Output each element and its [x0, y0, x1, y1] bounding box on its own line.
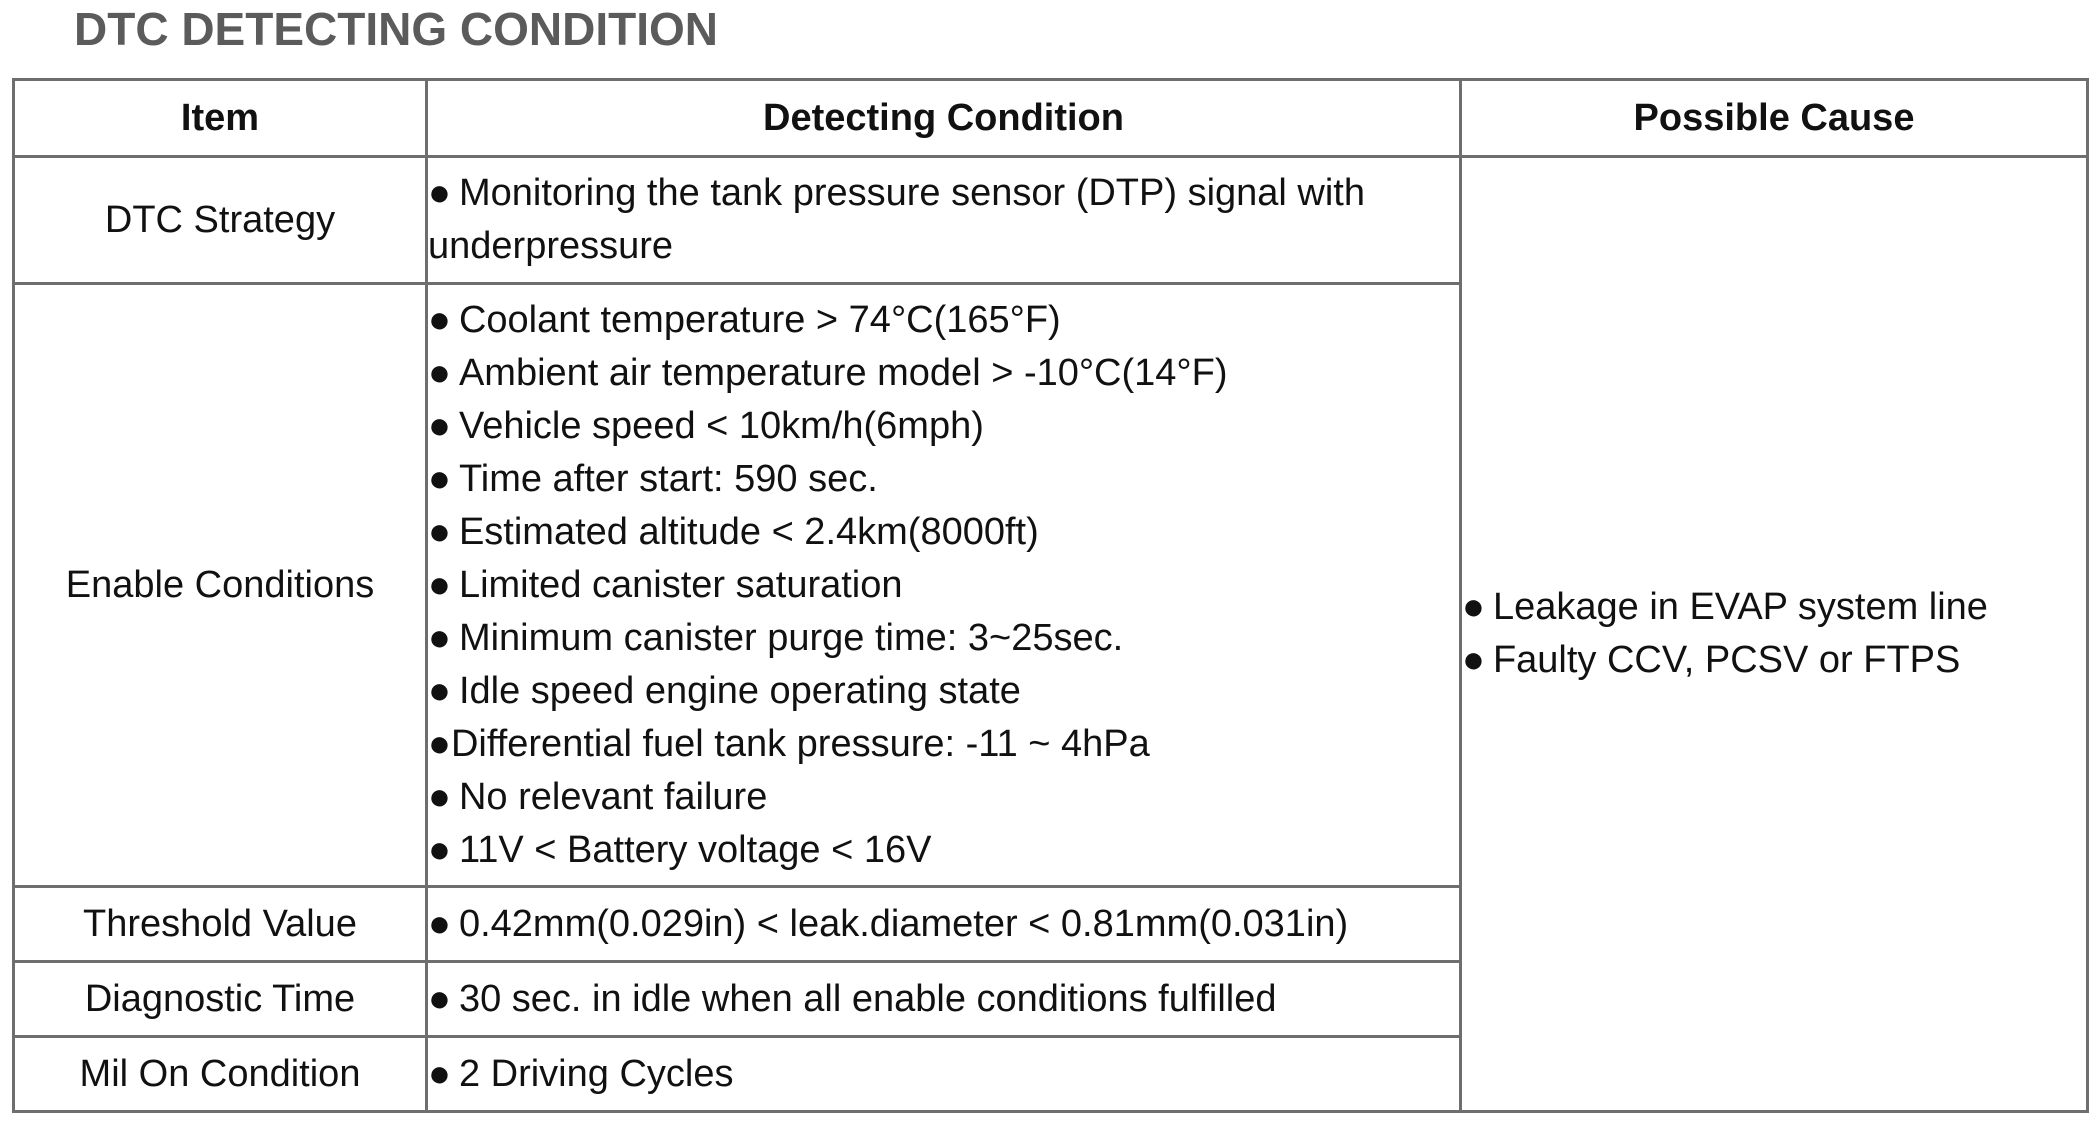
- condition-line: ●Limited canister saturation: [428, 559, 1459, 612]
- bullet-icon: ●: [428, 172, 451, 214]
- condition-cell: ●2 Driving Cycles: [425, 1035, 1462, 1113]
- condition-cell: ●30 sec. in idle when all enable conditi…: [425, 960, 1462, 1038]
- bullet-icon: ●: [428, 563, 451, 606]
- condition-line: ●Time after start: 590 sec.: [428, 453, 1459, 506]
- bullet-icon: ●: [428, 510, 451, 553]
- bullet-icon: ●: [428, 298, 451, 341]
- condition-line: ●No relevant failure: [428, 771, 1459, 824]
- bullet-icon: ●: [1462, 639, 1485, 681]
- column-header-item: Item: [12, 78, 428, 158]
- item-cell: Enable Conditions: [12, 282, 428, 888]
- condition-line: ●Differential fuel tank pressure: -11 ~ …: [428, 718, 1459, 771]
- condition-cell: ●Coolant temperature > 74°C(165°F) ●Ambi…: [425, 282, 1462, 888]
- bullet-icon: ●: [428, 1052, 451, 1095]
- bullet-icon: ●: [428, 351, 451, 394]
- table-row-threshold-value: Threshold Value ●0.42mm(0.029in) < leak.…: [12, 885, 2088, 963]
- table-row-enable-conditions: Enable Conditions ●Coolant temperature >…: [12, 282, 2088, 888]
- bullet-icon: ●: [428, 977, 451, 1020]
- condition-line: ●11V < Battery voltage < 16V: [428, 824, 1459, 877]
- condition-line: ●Vehicle speed < 10km/h(6mph): [428, 400, 1459, 453]
- item-cell: DTC Strategy: [12, 155, 428, 285]
- table-row-mil-on-condition: Mil On Condition ●2 Driving Cycles: [12, 1035, 2088, 1113]
- condition-line: ●Monitoring the tank pressure sensor (DT…: [428, 167, 1459, 273]
- cause-line: ●Faulty CCV, PCSV or FTPS: [1462, 634, 2086, 687]
- item-cell: Mil On Condition: [12, 1035, 428, 1113]
- column-header-detecting-condition: Detecting Condition: [425, 78, 1462, 158]
- bullet-icon: ●: [428, 457, 451, 500]
- bullet-icon: ●: [1462, 586, 1485, 628]
- condition-line: ●Idle speed engine operating state: [428, 665, 1459, 718]
- condition-line: ●2 Driving Cycles: [428, 1048, 1459, 1101]
- bullet-icon: ●: [428, 828, 451, 871]
- dtc-condition-table: Item Detecting Condition Possible Cause …: [12, 78, 2089, 1113]
- bullet-icon: ●: [428, 902, 451, 945]
- table-row-diagnostic-time: Diagnostic Time ●30 sec. in idle when al…: [12, 960, 2088, 1038]
- page-title: DTC DETECTING CONDITION: [74, 3, 718, 55]
- cause-line: ●Leakage in EVAP system line: [1462, 581, 2086, 634]
- condition-cell: ●0.42mm(0.029in) < leak.diameter < 0.81m…: [425, 885, 1462, 963]
- table-row-dtc-strategy: DTC Strategy ●Monitoring the tank pressu…: [12, 155, 2089, 1113]
- bullet-icon: ●: [428, 775, 451, 818]
- item-cell: Diagnostic Time: [12, 960, 428, 1038]
- bullet-icon: ●: [428, 669, 451, 712]
- bullet-icon: ●: [428, 616, 451, 659]
- condition-line: ●0.42mm(0.029in) < leak.diameter < 0.81m…: [428, 898, 1459, 951]
- condition-line: ●Ambient air temperature model > -10°C(1…: [428, 347, 1459, 400]
- column-header-possible-cause: Possible Cause: [1459, 78, 2089, 158]
- bullet-icon: ●: [428, 404, 451, 447]
- condition-line: ●Coolant temperature > 74°C(165°F): [428, 294, 1459, 347]
- condition-cell: ●Monitoring the tank pressure sensor (DT…: [425, 155, 1462, 285]
- condition-line: ●30 sec. in idle when all enable conditi…: [428, 973, 1459, 1026]
- condition-line: ●Minimum canister purge time: 3~25sec.: [428, 612, 1459, 665]
- bullet-icon: ●: [428, 722, 451, 765]
- condition-line: ●Estimated altitude < 2.4km(8000ft): [428, 506, 1459, 559]
- possible-cause-cell: ●Leakage in EVAP system line ●Faulty CCV…: [1459, 155, 2089, 1113]
- item-cell: Threshold Value: [12, 885, 428, 963]
- table-header-row: Item Detecting Condition Possible Cause: [12, 78, 2089, 158]
